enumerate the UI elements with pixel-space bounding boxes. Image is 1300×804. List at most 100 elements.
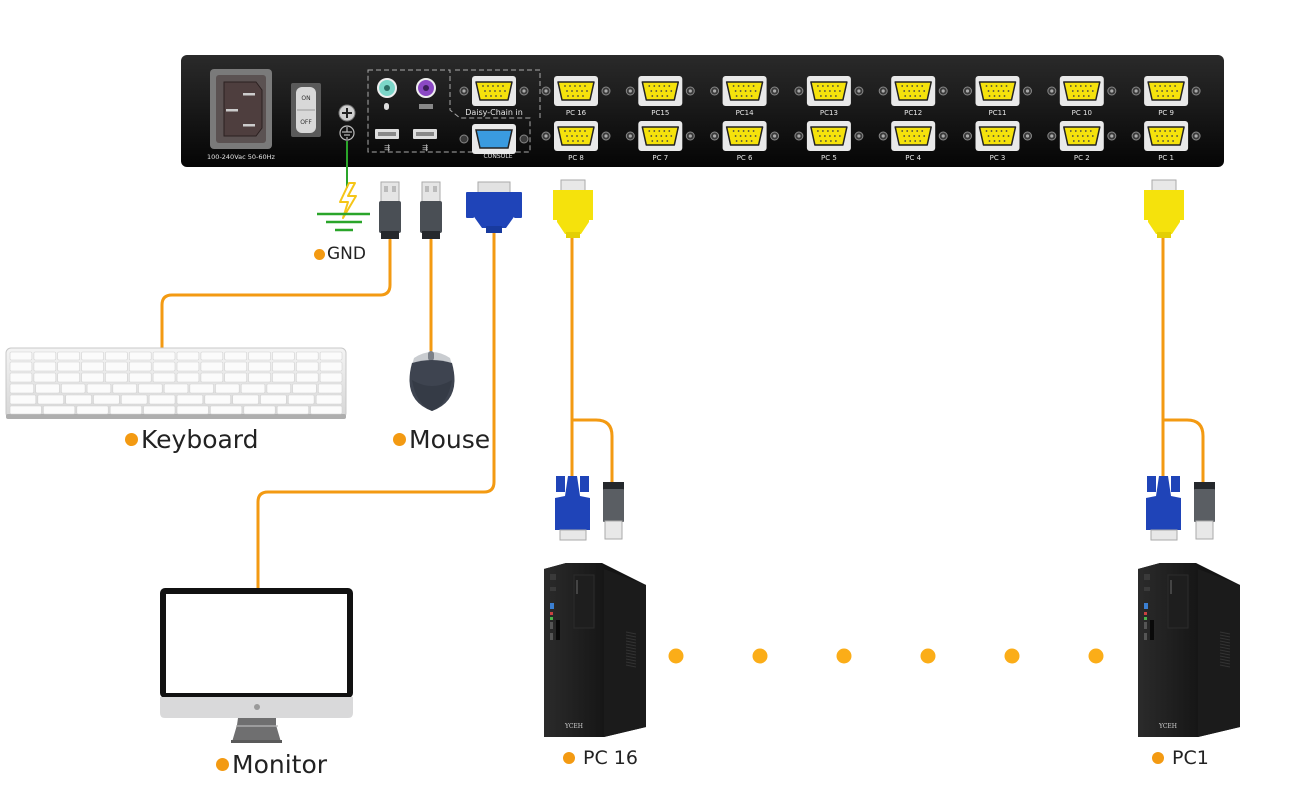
pc16-vga-plug-top	[553, 179, 593, 238]
keyboard-key	[200, 351, 224, 361]
power-rating-label: 100-240Vac 50-60Hz	[207, 153, 275, 161]
pc-port-label: PC 7	[652, 154, 668, 162]
ellipsis-dot	[1088, 648, 1104, 664]
usb-port-icon: ⇶	[413, 129, 437, 152]
lightning-icon	[339, 182, 357, 219]
monitor-label-text: Monitor	[232, 750, 328, 779]
pc16-label: PC 16	[563, 747, 638, 769]
keyboard-wire	[160, 238, 392, 350]
keyboard-key	[93, 394, 120, 405]
daisy-chain-label: Daisy-Chain in	[465, 108, 523, 117]
panel-body	[181, 55, 1224, 167]
keyboard-key	[176, 361, 200, 372]
monitor-label: Monitor	[216, 750, 327, 779]
keyboard-key	[315, 394, 343, 405]
keyboard-key	[319, 372, 343, 383]
keyboard-icon	[5, 347, 347, 419]
keyboard-key	[310, 405, 343, 415]
pc-port-label: PC 6	[737, 154, 753, 162]
keyboard-key	[152, 361, 176, 372]
keyboard-key	[248, 361, 271, 372]
gnd-label-text: GND	[327, 244, 366, 264]
keyboard-key	[287, 394, 315, 405]
svg-text:⇶: ⇶	[422, 144, 428, 152]
keyboard-key	[65, 394, 92, 405]
console-vga-port	[459, 124, 529, 154]
keyboard-key	[200, 372, 224, 383]
pc1-vga-plug	[1146, 476, 1181, 541]
pc-brand-label: YCEH	[1158, 723, 1177, 730]
keyboard-key	[317, 383, 343, 394]
monitor-wire	[256, 230, 496, 594]
monitor-vga-plug	[466, 181, 522, 233]
bullet-icon	[563, 752, 575, 764]
ps2-keyboard-port-icon	[416, 78, 436, 109]
pc-port-label: PC 3	[990, 154, 1006, 162]
keyboard-key	[204, 394, 231, 405]
usb-port-icon: ⇶	[375, 129, 399, 152]
keyboard-key	[81, 351, 104, 361]
keyboard-key	[112, 383, 137, 394]
pc-port-label: PC 10	[1072, 109, 1092, 117]
keyboard-key	[200, 361, 224, 372]
bullet-icon	[393, 433, 406, 446]
switch-off-label: OFF	[300, 119, 312, 126]
keyboard-key	[148, 394, 176, 405]
keyboard-key	[109, 405, 142, 415]
ground-screw-icon	[338, 104, 356, 122]
svg-text:⇶: ⇶	[384, 144, 390, 152]
keyboard-key	[260, 394, 287, 405]
keyboard-key	[266, 383, 291, 394]
keyboard-key	[43, 405, 76, 415]
keyboard-key	[240, 383, 266, 394]
keyboard-key	[176, 372, 200, 383]
keyboard-key	[210, 405, 243, 415]
keyboard-label-text: Keyboard	[141, 425, 259, 454]
keyboard-key	[248, 372, 271, 383]
pc16-usb-wire	[570, 418, 614, 487]
switch-on-label: ON	[301, 95, 310, 102]
ellipsis-dots	[668, 648, 1104, 664]
keyboard-key	[243, 405, 276, 415]
keyboard-key	[9, 394, 37, 405]
keyboard-key	[76, 405, 109, 415]
keyboard-key	[61, 383, 86, 394]
keyboard-key	[121, 394, 148, 405]
ellipsis-dot	[1004, 648, 1020, 664]
keyboard-key	[57, 351, 80, 361]
pc1-vga-plug-top	[1144, 179, 1184, 238]
gnd-label: GND	[314, 244, 366, 264]
pc-port-label: PC 8	[568, 154, 584, 162]
mouse-label-text: Mouse	[409, 425, 491, 454]
pc-port-label: PC 16	[566, 109, 587, 117]
keyboard-key	[232, 394, 259, 405]
bullet-icon	[216, 758, 229, 771]
ps2-mouse-port-icon	[377, 78, 397, 110]
keyboard-key	[105, 351, 128, 361]
keyboard-key	[57, 372, 80, 383]
monitor-icon	[160, 588, 353, 743]
pc-port-label: PC 9	[1158, 109, 1174, 117]
keyboard-key	[276, 405, 309, 415]
keyboard-label: Keyboard	[125, 425, 259, 454]
keyboard-key	[9, 383, 35, 394]
keyboard-key	[138, 383, 163, 394]
ellipsis-dot	[668, 648, 684, 664]
pc-brand-label: YCEH	[564, 723, 583, 730]
ellipsis-dot	[752, 648, 768, 664]
keyboard-key	[37, 394, 64, 405]
mouse-icon	[409, 351, 455, 411]
pc-port-label: PC15	[651, 109, 669, 117]
keyboard-key	[272, 361, 295, 372]
daisy-chain-outline	[455, 69, 541, 118]
ellipsis-dot	[836, 648, 852, 664]
keyboard-key	[295, 361, 319, 372]
keyboard-key	[105, 361, 128, 372]
keyboard-key	[295, 351, 319, 361]
mouse-label: Mouse	[393, 425, 490, 454]
pc-port-label: PC 5	[821, 154, 837, 162]
ground-symbol-icon	[339, 125, 355, 141]
keyboard-key	[35, 383, 60, 394]
